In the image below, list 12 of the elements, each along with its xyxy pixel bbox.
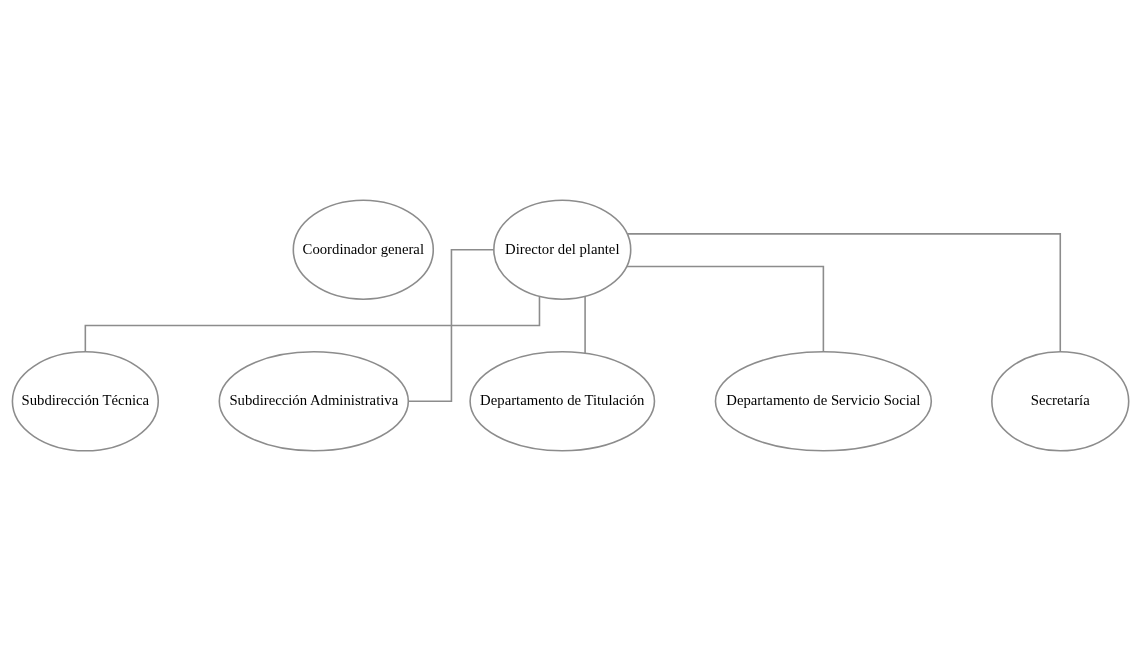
node-ellipse: Departamento de Titulación bbox=[469, 350, 656, 452]
node-ellipse: Secretaría bbox=[991, 350, 1130, 452]
node-ellipse: Director del plantel bbox=[493, 198, 632, 300]
node-ellipse: Departamento de Servicio Social bbox=[714, 350, 933, 452]
node-ellipse: Subdirección Técnica bbox=[11, 350, 160, 452]
connector bbox=[407, 248, 495, 402]
connector bbox=[584, 295, 586, 354]
node-ellipse: Coordinador general bbox=[292, 198, 435, 300]
connector bbox=[626, 232, 1062, 352]
node-ellipse: Subdirección Administrativa bbox=[218, 350, 410, 452]
connector bbox=[84, 295, 541, 352]
connector bbox=[626, 265, 825, 352]
